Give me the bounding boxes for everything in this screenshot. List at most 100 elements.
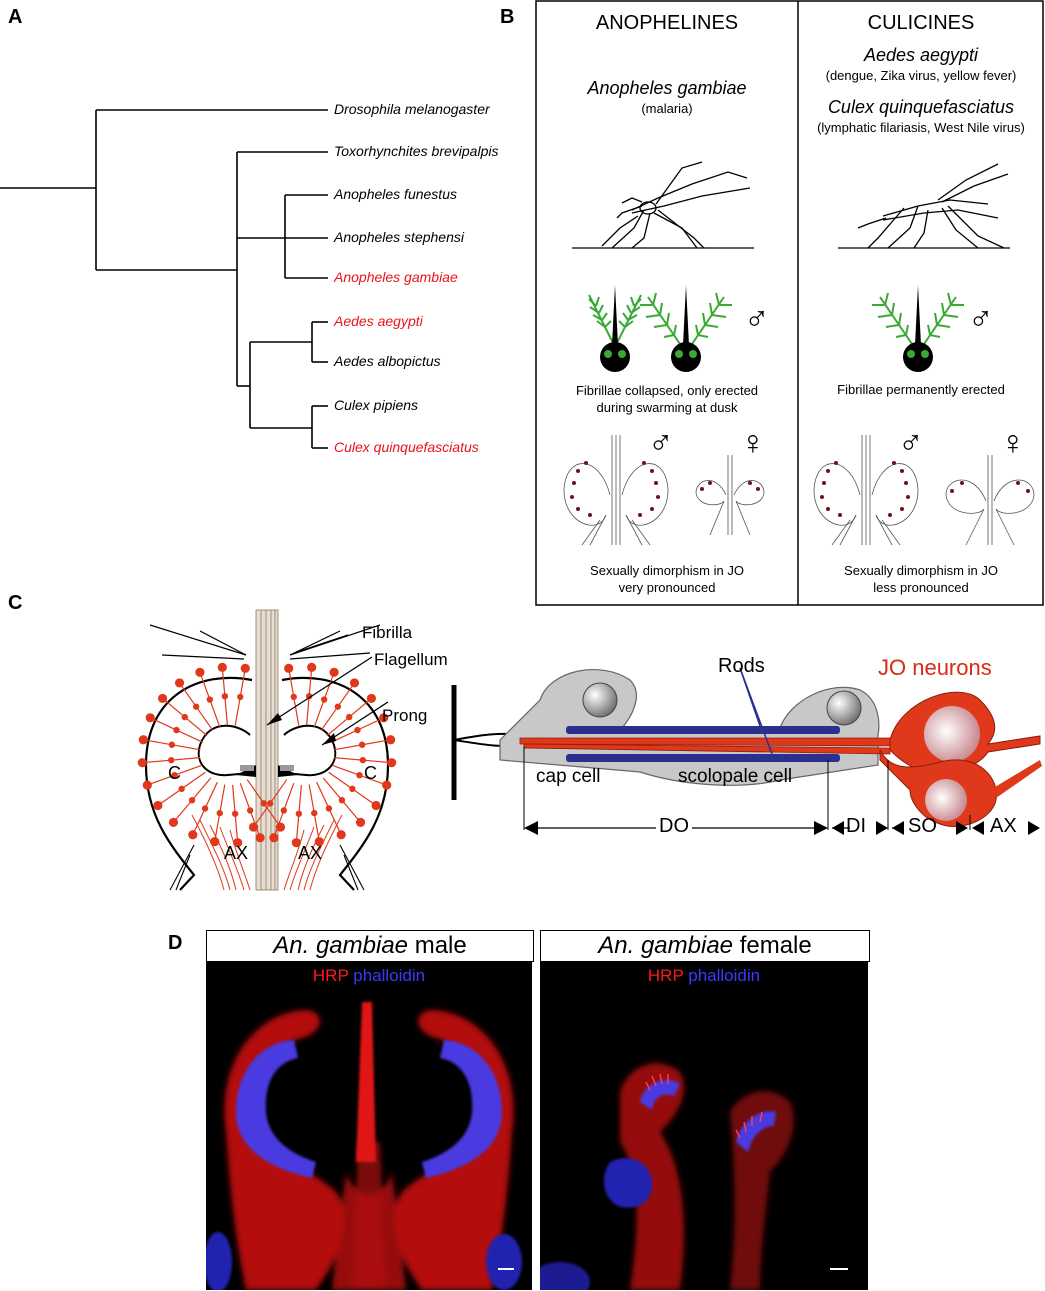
scolopidium-cell-body [386, 735, 396, 745]
tree-leaf-label: Toxorhynchites brevipalpis [334, 143, 499, 159]
flagellum-label: Flagellum [374, 650, 448, 669]
scolopidium-node [290, 693, 297, 701]
female-symbol-jo-left: ♀ [740, 424, 766, 462]
scolopidium-cell-body [355, 817, 366, 828]
ax-label-right: AX [298, 843, 323, 863]
culicine-fibrillae-text: Fibrillae permanently erected [837, 382, 1005, 397]
tree-leaf-label: Anopheles gambiae [334, 269, 458, 285]
anopheline-antenna-erected [640, 285, 732, 372]
jo-female-culicine [945, 455, 1035, 546]
male-stain-hrp: HRP [312, 966, 349, 985]
scolopidium-cell-body [284, 663, 294, 673]
scolopidium-node [266, 800, 274, 807]
female-title-species: An. gambiae [598, 932, 734, 959]
scolopidium-cell-body [217, 662, 227, 672]
jo-male-culicine [813, 435, 919, 546]
scolopidium-cell-body [168, 817, 179, 828]
male-title-species: An. gambiae [273, 932, 409, 959]
panel-letter-a: A [8, 6, 23, 28]
johnstons-organ-schematic [137, 609, 397, 891]
anopheline-dimorphism-text: Sexually dimorphism in JO very pronounce… [590, 563, 744, 595]
scolopidium-node [216, 809, 223, 817]
female-symbol-jo-right: ♀ [1000, 424, 1026, 462]
fibrilla-label: Fibrilla [362, 623, 413, 642]
scolopidium-cell-body [195, 667, 205, 677]
scolopidium-node [188, 796, 196, 804]
culex-quinquefasciatus-title: Culex quinquefasciatus [827, 97, 1015, 117]
tree-leaf-label: Aedes albopictus [334, 353, 441, 369]
scolopidium-node [345, 713, 353, 721]
scolopidium-node [178, 785, 185, 793]
anopheline-fibrillae-text: Fibrillae collapsed, only erected during… [575, 383, 759, 415]
scolopidium-cell-body [307, 662, 317, 672]
tree-leaf-label: Aedes aegypti [334, 313, 423, 329]
scolopidium-cell-body [138, 735, 148, 745]
anopheles-gambiae-title: Anopheles gambiae [587, 78, 747, 98]
anopheles-resting-posture [572, 161, 754, 249]
do-label: DO [656, 815, 692, 838]
scolopidium-node [311, 809, 318, 817]
panel-letter-c: C [8, 592, 23, 614]
scolopidium-node [231, 810, 239, 817]
cap-cell-label: cap cell [536, 766, 601, 787]
scolopidium-cell-body [336, 830, 346, 840]
di-label: DI [846, 815, 866, 837]
scolopidium-cell-body [188, 830, 198, 840]
scolopidium-node [168, 756, 175, 764]
panel-letter-d: D [168, 932, 183, 954]
male-symbol-jo-left: ♂ [648, 424, 674, 462]
male-micrograph-title: An. gambiae male [206, 930, 534, 962]
scolopidium-node [354, 726, 361, 734]
male-symbol-antenna-left: ♂ [744, 300, 770, 338]
malaria-label: (malaria) [641, 101, 693, 116]
panel-b-frame [535, 0, 1044, 606]
panel-letter-b: B [500, 6, 515, 28]
tree-leaf-label: Anopheles stephensi [334, 229, 464, 245]
tree-leaf-label: Culex quinquefasciatus [334, 439, 479, 455]
scolopidium-node [334, 703, 342, 710]
female-micrograph-title: An. gambiae female [540, 930, 870, 962]
male-stain-legend: HRP phalloidin [206, 966, 532, 986]
c-label-left: C [168, 763, 181, 783]
scolopidium-cell-body [157, 693, 168, 704]
scolopidium-cell-body [248, 822, 259, 832]
culicine-antenna-erected [872, 285, 964, 372]
scolopidium-cell-body [269, 833, 279, 843]
scolopidium-node [349, 785, 356, 793]
phylogenetic-tree [0, 109, 328, 449]
scolopidium-node [320, 696, 328, 703]
scolopidium-node [246, 807, 254, 814]
scolopidium-cell-body [371, 800, 381, 811]
scolopidium-node [181, 713, 189, 721]
scolopidium-schematic [451, 667, 1042, 835]
scolopidium-node [192, 703, 200, 710]
scolopidium-cell-body [145, 713, 155, 723]
scolopidium-node [338, 796, 346, 804]
scolopidium-cell-body [349, 678, 360, 688]
scolopidium-node [356, 771, 363, 779]
scolopidium-cell-body [174, 678, 185, 688]
scolopale-cell-label: scolopale cell [678, 766, 793, 787]
culicine-dimorphism-text: Sexually dimorphism in JO less pronounce… [844, 563, 998, 595]
ax-scolopidium-label: AX [990, 815, 1017, 837]
scolopidium-cell-body [387, 758, 397, 768]
anophelines-header: ANOPHELINES [595, 12, 739, 34]
aedes-aegypti-title: Aedes aegypti [863, 45, 979, 65]
tree-leaf-label: Anopheles funestus [334, 186, 457, 202]
female-title-sex: female [733, 932, 812, 959]
female-stain-legend: HRP phalloidin [540, 966, 868, 986]
scolopidium-cell-body [379, 713, 389, 723]
scolopidium-node [201, 805, 209, 812]
rods-label: Rods [718, 655, 765, 677]
so-label: SO [908, 815, 937, 837]
scolopidium-node [358, 741, 366, 748]
ax-label-left: AX [224, 843, 249, 863]
prong-label: Prong [382, 706, 428, 725]
tree-leaf-label: Drosophila melanogaster [334, 101, 490, 117]
scolopidium-cell-body [255, 833, 265, 843]
male-micrograph: HRP phalloidin [206, 962, 532, 1290]
scolopidium-cell-body [142, 780, 152, 790]
scolopidium-cell-body [153, 800, 163, 811]
scolopidium-cell-body [137, 758, 147, 768]
male-title-sex: male [408, 932, 467, 959]
